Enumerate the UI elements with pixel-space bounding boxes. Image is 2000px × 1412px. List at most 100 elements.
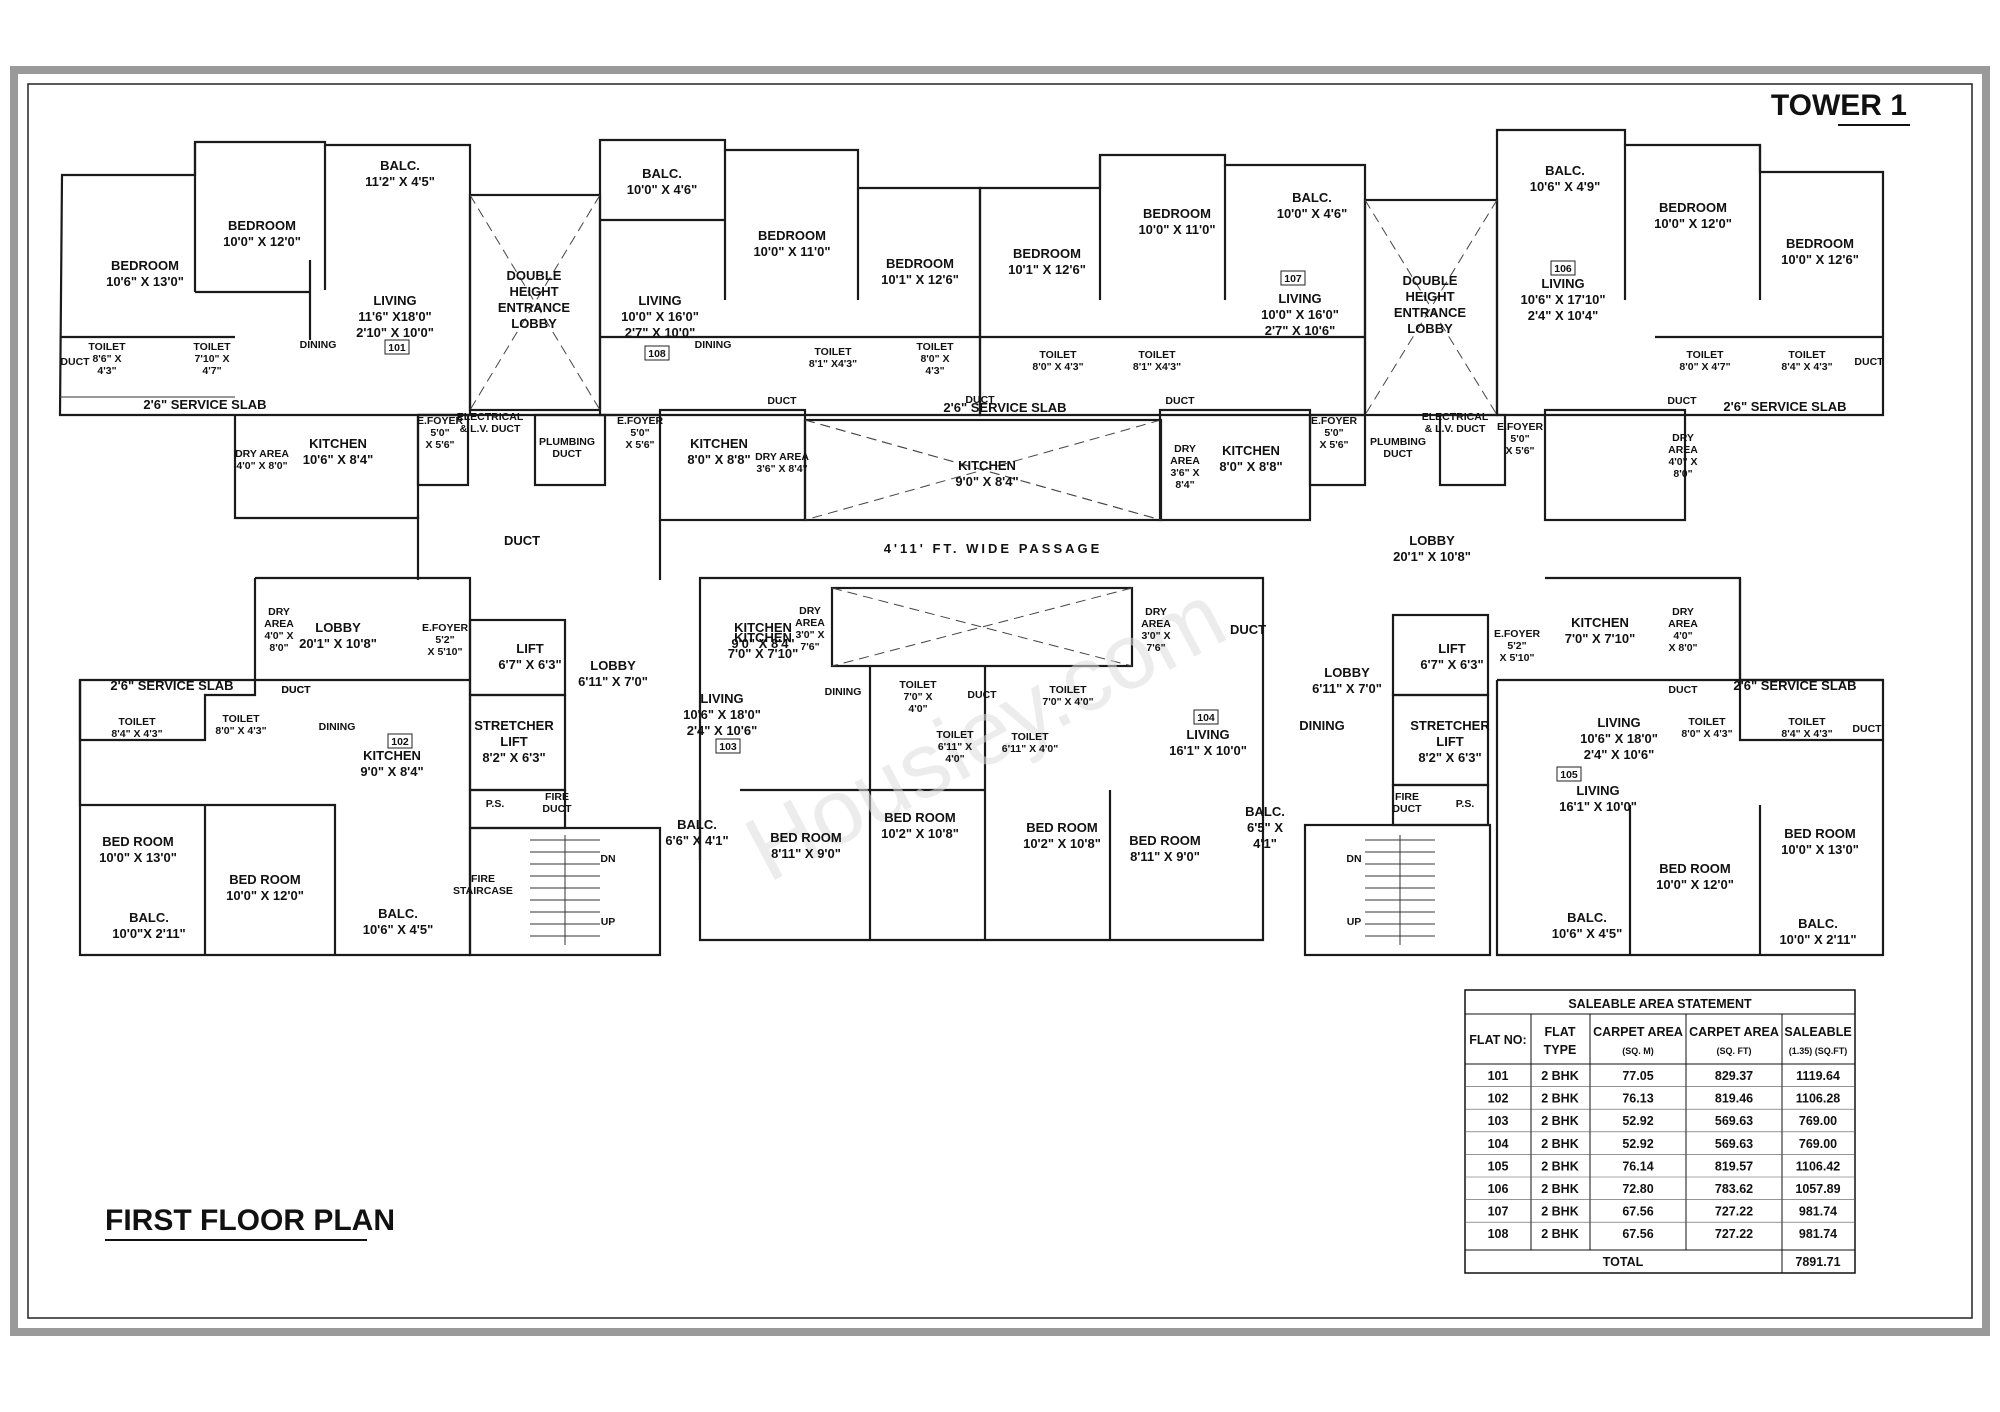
table-cell: 1119.64 bbox=[1796, 1069, 1840, 1083]
small-label-line: 5'0" bbox=[1510, 433, 1529, 445]
small-label-line: TOILET bbox=[1011, 731, 1049, 743]
room-label-line: LIVING bbox=[1278, 291, 1321, 306]
small-label-line: 8'0" X 4'3" bbox=[215, 725, 266, 737]
room-label-line: LIFT bbox=[516, 641, 543, 656]
room-label-line: 10'0" X 13'0" bbox=[1781, 842, 1859, 857]
room-label-line: 9'0" X 8'4" bbox=[731, 636, 794, 651]
table-cell: 727.22 bbox=[1715, 1227, 1753, 1241]
room-label-line: 4'1" bbox=[1253, 836, 1277, 851]
small-label-line: TOILET bbox=[222, 713, 260, 725]
room-label-line: 10'2" X 10'8" bbox=[881, 826, 959, 841]
small-label-line: FIRE bbox=[1395, 791, 1419, 803]
small-label-line: X 5'10" bbox=[428, 646, 463, 658]
table-cell: 569.63 bbox=[1715, 1137, 1753, 1151]
table-title: SALEABLE AREA STATEMENT bbox=[1568, 997, 1752, 1011]
room-label-line: HEIGHT bbox=[509, 284, 558, 299]
room-label-line: 8'0" X 8'8" bbox=[1219, 459, 1282, 474]
room-label-line: KITCHEN bbox=[690, 436, 748, 451]
table-cell: 67.56 bbox=[1622, 1227, 1653, 1241]
small-label-line: DUCT bbox=[1667, 395, 1697, 407]
table-cell: 76.13 bbox=[1622, 1092, 1653, 1106]
small-label-line: 4'0" X bbox=[264, 630, 293, 642]
room-label-line: BEDROOM bbox=[1659, 200, 1727, 215]
room-label-line: BED ROOM bbox=[1784, 826, 1856, 841]
small-label-line: 3'0" X bbox=[795, 629, 824, 641]
table-cell: 105 bbox=[1488, 1159, 1509, 1173]
room-label-line: 10'6" X 4'5" bbox=[1552, 926, 1623, 941]
room-label-line: 10'6" X 18'0" bbox=[1580, 731, 1658, 746]
room-label-line: KITCHEN bbox=[734, 620, 792, 635]
small-label-line: 8'0" X 4'3" bbox=[1681, 728, 1732, 740]
room-label-line: 2'6" SERVICE SLAB bbox=[1733, 678, 1856, 693]
small-label-line: TOILET bbox=[1039, 349, 1077, 361]
room-label-line: 6'11" X 7'0" bbox=[578, 674, 648, 689]
lobby-void-right bbox=[1364, 199, 1498, 416]
small-label-line: 4'7" bbox=[202, 365, 221, 377]
room-label-line: LIFT bbox=[1438, 641, 1465, 656]
flat-tag-box bbox=[1280, 270, 1306, 286]
table-header-sub: (SQ. M) bbox=[1622, 1046, 1654, 1056]
small-label-line: FIRE bbox=[471, 873, 495, 885]
small-label-line: DUCT bbox=[281, 684, 311, 696]
room-label-line: KITCHEN bbox=[1571, 615, 1629, 630]
room-label-line: 10'1" X 12'6" bbox=[881, 272, 959, 287]
room-label-line: BEDROOM bbox=[886, 256, 954, 271]
flat-tag-box bbox=[1193, 709, 1219, 725]
small-label-line: 4'0" bbox=[1673, 630, 1692, 642]
small-label-line: X 5'6" bbox=[1319, 439, 1348, 451]
small-label-line: DRY bbox=[268, 606, 290, 618]
small-label-line: 7'6" bbox=[1146, 642, 1165, 654]
room-label-line: 10'0" X 12'0" bbox=[223, 234, 301, 249]
flat-tag: 104 bbox=[1197, 712, 1215, 724]
room-label-line: 10'6" X 8'4" bbox=[303, 452, 374, 467]
small-label-line: E.FOYER bbox=[617, 415, 664, 427]
room-label-line: 10'0" X 4'6" bbox=[627, 182, 698, 197]
table-header: CARPET AREA bbox=[1689, 1025, 1779, 1039]
plan-walls bbox=[58, 128, 1885, 957]
small-label-line: 8'6" X bbox=[92, 353, 121, 365]
small-label-line: DN bbox=[600, 853, 615, 865]
small-label-line: 8'4" X 4'3" bbox=[1781, 361, 1832, 373]
room-label-line: BED ROOM bbox=[229, 872, 301, 887]
small-label-line: E.FOYER bbox=[422, 622, 469, 634]
room-label-line: BED ROOM bbox=[1026, 820, 1098, 835]
small-label-line: 7'0" X 4'0" bbox=[1042, 696, 1093, 708]
room-label-line: 2'6" SERVICE SLAB bbox=[143, 397, 266, 412]
room-label-line: 10'0" X 11'0" bbox=[753, 244, 830, 259]
small-label-line: TOILET bbox=[916, 341, 954, 353]
table-cell: 102 bbox=[1488, 1092, 1509, 1106]
small-label-line: DRY bbox=[799, 605, 821, 617]
room-label-line: 11'2" X 4'5" bbox=[365, 174, 435, 189]
room-label-line: BALC. bbox=[677, 817, 717, 832]
table-cell: 1106.42 bbox=[1796, 1159, 1841, 1173]
room-label-line: DOUBLE bbox=[507, 268, 562, 283]
small-label-line: 8'0" bbox=[1673, 468, 1692, 480]
room-label-line: BED ROOM bbox=[884, 810, 956, 825]
table-header: FLAT bbox=[1544, 1025, 1575, 1039]
small-label-line: 8'1" X4'3" bbox=[1133, 361, 1181, 373]
table-cell: 106 bbox=[1488, 1182, 1509, 1196]
table-header: SALEABLE bbox=[1784, 1025, 1851, 1039]
room-label-line: BEDROOM bbox=[228, 218, 296, 233]
table-cell: 76.14 bbox=[1622, 1159, 1653, 1173]
small-label-line: AREA bbox=[264, 618, 294, 630]
flat-tag: 106 bbox=[1554, 263, 1572, 275]
small-label-line: E.FOYER bbox=[1494, 628, 1541, 640]
small-label-line: DRY bbox=[1145, 606, 1167, 618]
room-label-line: KITCHEN bbox=[363, 748, 421, 763]
small-label-line: 8'4" X 4'3" bbox=[1781, 728, 1832, 740]
room-label-line: KITCHEN bbox=[734, 630, 792, 645]
small-label-line: TOILET bbox=[193, 341, 231, 353]
small-label-line: 8'4" X 4'3" bbox=[111, 728, 162, 740]
room-label-line: BED ROOM bbox=[102, 834, 174, 849]
room-label-line: 2'10" X 10'0" bbox=[356, 325, 434, 340]
room-label-line: 6'6" X 4'1" bbox=[665, 833, 728, 848]
room-label-line: 6'5" X bbox=[1247, 820, 1283, 835]
room-label-line: BALC. bbox=[642, 166, 682, 181]
table-header: CARPET AREA bbox=[1593, 1025, 1683, 1039]
table-cell: 2 BHK bbox=[1541, 1227, 1579, 1241]
room-label-line: BALC. bbox=[380, 158, 420, 173]
small-label-line: E.FOYER bbox=[417, 415, 464, 427]
